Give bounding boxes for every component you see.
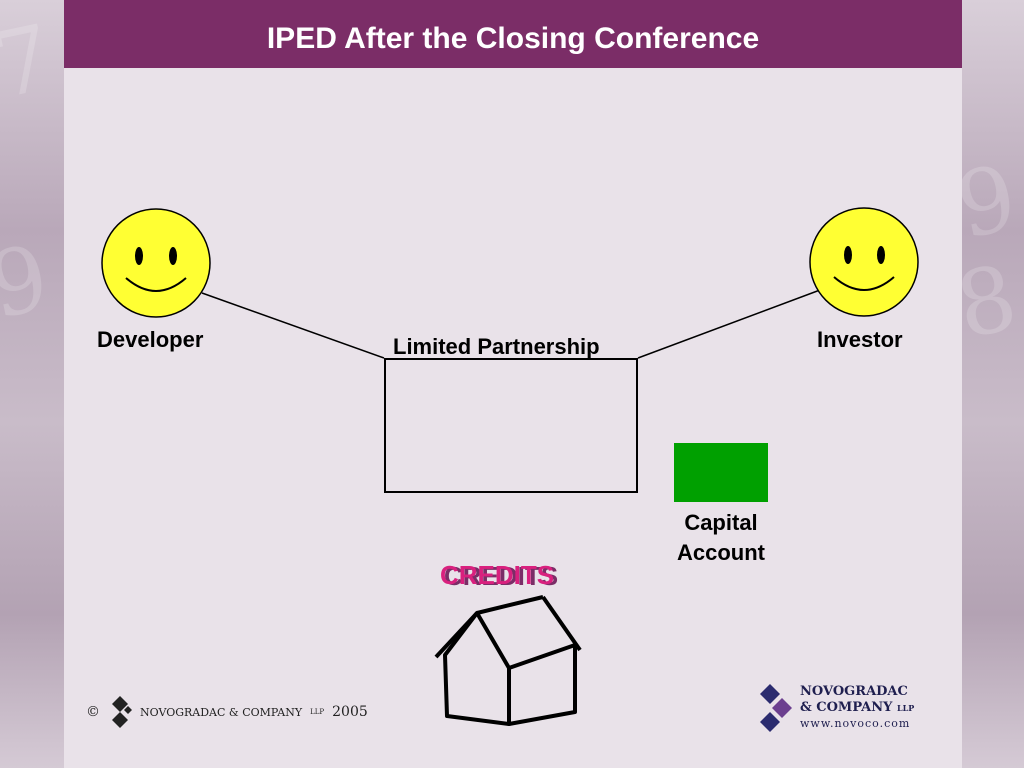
capital-account-label-line2: Account <box>677 540 765 565</box>
brand-website: www.novoco.com <box>800 717 911 730</box>
credits-label: CREDITS <box>440 560 555 590</box>
background-right-panel: 9 8 <box>948 0 1024 768</box>
copyright-symbol: © <box>86 704 100 720</box>
footer-company-suffix: LLP <box>310 708 325 716</box>
background-left-panel: 7 9 <box>0 0 64 768</box>
developer-smiley-icon <box>101 208 211 318</box>
footer-company-name: NOVOGRADAC & COMPANY <box>140 705 303 719</box>
limited-partnership-box <box>384 358 638 493</box>
brand-line2: & COMPANY <box>800 700 893 715</box>
footer-copyright: © NOVOGRADAC & COMPANY LLP 2005 <box>86 696 368 728</box>
footer-year: 2005 <box>332 704 368 720</box>
limited-partnership-label: Limited Partnership <box>393 334 600 359</box>
investor-smiley-icon <box>809 207 919 317</box>
house-icon <box>434 595 582 726</box>
novogradac-logo-icon <box>760 684 792 732</box>
brand-text: NOVOGRADAC & COMPANY LLP www.novoco.com <box>800 684 914 732</box>
capital-account-label: Capital Account <box>650 508 792 568</box>
developer-label: Developer <box>97 327 204 352</box>
investor-connector <box>637 289 821 359</box>
footer-brand: NOVOGRADAC & COMPANY LLP www.novoco.com <box>756 684 914 732</box>
credits-shadow-label: CREDITS <box>444 561 559 591</box>
capital-account-label-line1: Capital <box>684 510 758 535</box>
slide-area <box>64 0 962 768</box>
brand-line1: NOVOGRADAC <box>800 684 908 699</box>
developer-connector <box>201 292 385 359</box>
investor-label: Investor <box>817 327 903 352</box>
capital-account-block <box>674 443 768 502</box>
slide-title: IPED After the Closing Conference <box>266 22 760 55</box>
title-bar <box>64 0 962 68</box>
novogradac-small-logo-icon <box>112 696 132 728</box>
brand-suffix: LLP <box>896 703 915 713</box>
